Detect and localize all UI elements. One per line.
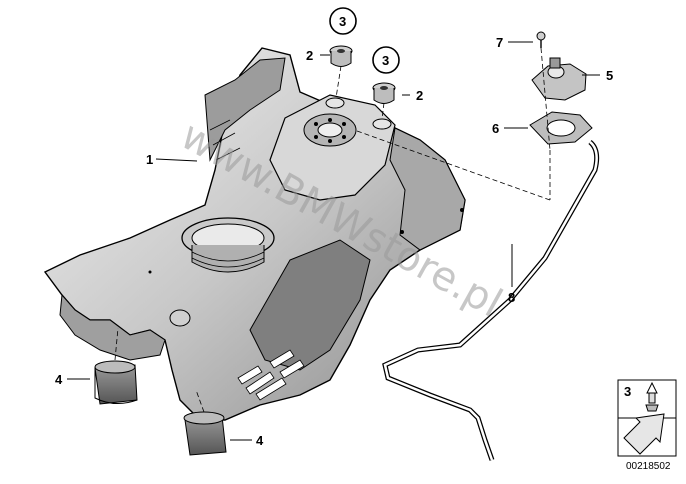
- callout-4a: 4: [55, 372, 63, 387]
- circle-marker-3a: [329, 7, 357, 35]
- grommet-upper-left: [329, 45, 353, 67]
- rubber-mount-right: [183, 411, 227, 456]
- arrow-icon: [623, 413, 665, 455]
- callout-4b: 4: [256, 433, 264, 448]
- rubber-mount-left: [94, 360, 138, 405]
- screw: [536, 31, 546, 48]
- assembly-lines: [114, 47, 551, 413]
- fuel-tank: [43, 47, 466, 421]
- callout-5: 5: [606, 68, 613, 83]
- fuel-sender: [531, 57, 587, 101]
- clip-icon: [645, 381, 659, 412]
- callout-3a: 3: [339, 14, 346, 29]
- callout-8: 8: [508, 290, 515, 305]
- legend-box: 3: [617, 379, 677, 457]
- callout-2b: 2: [416, 88, 423, 103]
- callout-7: 7: [496, 35, 503, 50]
- callout-1: 1: [146, 152, 153, 167]
- gasket: [529, 111, 593, 145]
- grommet-upper-right: [372, 82, 396, 104]
- circle-marker-3b: [372, 46, 400, 74]
- fuel-hose: [382, 140, 600, 461]
- legend-number: 3: [624, 384, 631, 399]
- callout-3b: 3: [382, 53, 389, 68]
- diagram-number: 00218502: [626, 461, 671, 472]
- callout-6: 6: [492, 121, 499, 136]
- leader-lines: [67, 41, 600, 441]
- callout-2a: 2: [306, 48, 313, 63]
